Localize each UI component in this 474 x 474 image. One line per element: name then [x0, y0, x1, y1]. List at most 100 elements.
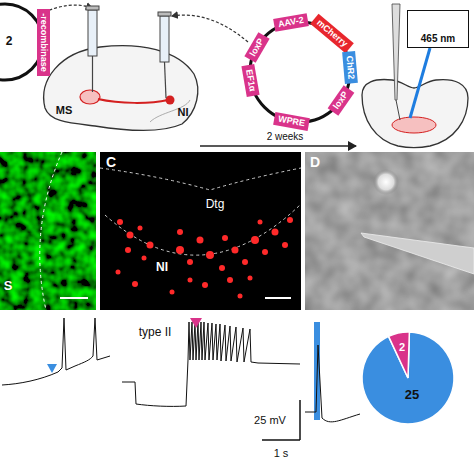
brain-sagittal-part [98, 99, 168, 103]
panel-c-image-part-part [262, 249, 268, 255]
panel-c-image-part-part [117, 219, 123, 225]
light-evoked-response-part [305, 345, 360, 422]
panel-b-image [0, 152, 96, 310]
syringes [86, 6, 171, 98]
panel-c-image-part-part [197, 237, 204, 244]
panel-b-image-part [40, 152, 62, 310]
region-label: NI [178, 106, 189, 118]
node-text: loxP [331, 90, 350, 111]
panel-b-image-part [0, 152, 96, 310]
mcherry-segment: mCherry [310, 14, 354, 54]
brain-sagittal [44, 46, 198, 131]
trace-type-one-part [2, 318, 110, 385]
region-label: MS [56, 104, 73, 116]
cell-type-label: type II [139, 326, 172, 339]
pie-chart [362, 332, 454, 424]
panel-c-image-part-part [142, 256, 147, 261]
panel-d-image-part [305, 152, 474, 310]
scale-label: 1 s [274, 447, 289, 459]
recording-electrode-part [392, 4, 400, 100]
promoter-segment: EF1α [242, 64, 260, 97]
panel-c-image-part [100, 168, 301, 190]
recombinase-segment: -recombinase [37, 9, 50, 76]
panel-c-image-part-part [282, 242, 288, 248]
brain-sagittal-part [80, 90, 100, 104]
recording-electrode [392, 4, 400, 120]
node-text: mCherry [315, 18, 350, 49]
panel-c-image-part-part [116, 270, 121, 275]
panel-d-image-part [305, 152, 474, 310]
panel-c-image-part [100, 152, 301, 310]
vector-name-box: AAV-2 [273, 13, 309, 32]
panel-c-image-part-part [188, 278, 193, 283]
time-arrow [200, 146, 356, 147]
coronal-slice-part [362, 80, 468, 148]
laser-box: 465 nm [407, 10, 469, 48]
node-text: loxP [247, 36, 265, 57]
chr2-segment: ChR2 [342, 51, 358, 84]
panel-c-image-part-part [127, 232, 134, 239]
panel-c-image-part-part [232, 247, 239, 254]
panel-d-image-part [373, 169, 399, 195]
brain-sagittal-part [44, 46, 198, 131]
panel-c-image-part [265, 297, 291, 299]
panel-c-image-part-part [202, 282, 208, 288]
panel-c-image-part [105, 205, 300, 255]
loxp-segment: loxP [328, 85, 355, 115]
panel-d-image [305, 152, 474, 310]
panel-c-image-part-part [132, 281, 138, 287]
region-label: Dtg [206, 198, 225, 211]
node-text: ChR2 [344, 55, 356, 79]
panel-c-image-part-part [170, 290, 175, 295]
pie-chart-part [389, 332, 410, 378]
panel-b-image-part [60, 297, 88, 299]
injection-arrows [40, 5, 248, 42]
node-text: -recombinase [39, 13, 49, 72]
syringes-part [160, 16, 169, 62]
recording-electrode-part [396, 100, 400, 120]
syringes-part [158, 12, 171, 16]
panel-c-image-part-part [206, 251, 214, 259]
time-arrow-part [200, 145, 356, 147]
light-beam [410, 48, 430, 118]
wpre-segment: WPRE [273, 112, 310, 131]
panel-c-image-part-part [176, 246, 184, 254]
panel-region-label: S [4, 279, 13, 293]
coronal-slice [362, 80, 468, 148]
trace-type-one-part [47, 364, 57, 373]
loxp-segment: loxP [244, 32, 269, 63]
region-label: NI [156, 261, 168, 274]
plasmid-label: 2 [6, 35, 13, 48]
scale-bars-part [299, 400, 301, 440]
panel-b-image-part [0, 152, 96, 310]
panel-c-image-part-part [258, 220, 263, 225]
light-beam-part [410, 48, 430, 118]
coronal-slice-part [392, 117, 436, 133]
panel-c-image-part-part [138, 226, 143, 231]
panel-c-image-part-part [219, 265, 225, 271]
panel-c-image-part [116, 217, 294, 299]
panel-c-image-part-part [248, 276, 253, 281]
trace-type-two-part [190, 318, 202, 328]
panel-c-image-part-part [272, 229, 279, 236]
node-text: WPRE [277, 113, 305, 128]
syringes-part [92, 56, 93, 92]
panel-c-image-part-part [251, 236, 259, 244]
panel-c-image-part-part [147, 242, 154, 249]
pie-count: 2 [399, 341, 405, 353]
panel-c-image [100, 152, 301, 310]
panel-d-image-part [361, 233, 474, 274]
trace-type-two [122, 318, 300, 406]
panel-c-image-part-part [222, 235, 228, 241]
syringes-part [86, 6, 99, 10]
panel-c-image-part-part [227, 277, 233, 283]
pie-chart-part [362, 332, 454, 424]
node-text: AAV-2 [278, 15, 305, 29]
time-label: 2 weeks [267, 131, 304, 142]
syringes-part [88, 10, 97, 56]
node-text: 465 nm [421, 33, 455, 45]
panel-c-image-part-part [125, 247, 131, 253]
panel-letter: C [106, 155, 116, 170]
